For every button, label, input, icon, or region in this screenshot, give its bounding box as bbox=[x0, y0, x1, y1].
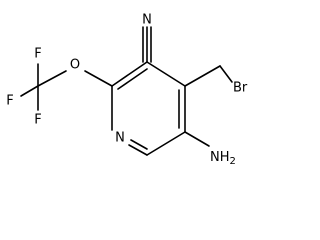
amino-subscript: 2 bbox=[230, 156, 236, 167]
molecule-diagram: N O N Br NH2 F F F bbox=[6, 13, 248, 168]
nitrile-bond bbox=[142, 26, 152, 63]
pyridine-ring bbox=[111, 61, 186, 156]
bromomethyl-bond bbox=[184, 65, 233, 87]
bromine-label: Br bbox=[233, 81, 248, 96]
structure-canvas: N O N Br NH2 F F F bbox=[6, 13, 248, 168]
ring-nitrogen-label: N bbox=[115, 131, 125, 146]
amino-label: NH2 bbox=[210, 150, 236, 168]
fluorine-top-label: F bbox=[34, 47, 41, 62]
ether-oxygen-label: O bbox=[70, 58, 80, 73]
fluorine-left-label: F bbox=[6, 94, 13, 109]
fluorine-bottom-label: F bbox=[34, 113, 41, 128]
trifluoromethoxy-bonds bbox=[20, 63, 113, 111]
amino-bond bbox=[184, 131, 210, 147]
nitrile-nitrogen-label: N bbox=[142, 13, 152, 28]
amino-text: NH bbox=[210, 150, 230, 165]
